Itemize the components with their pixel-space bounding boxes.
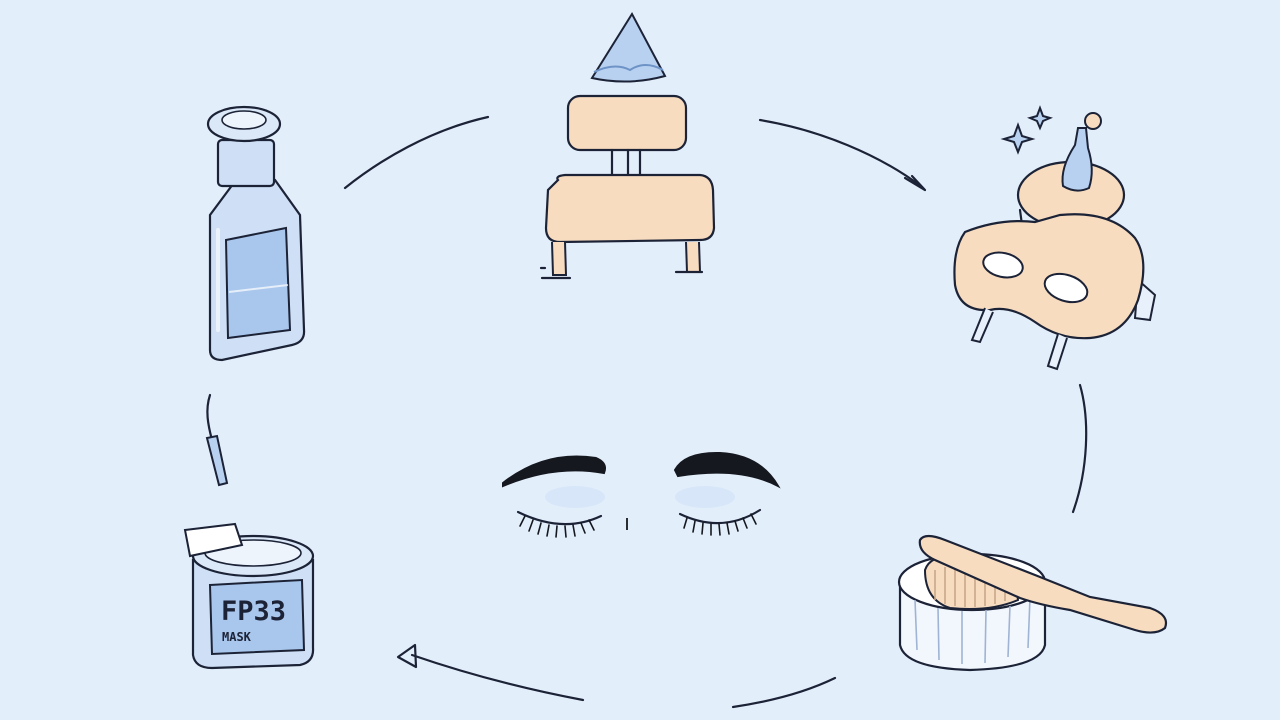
arc-jar-to-bottle (206, 393, 214, 442)
brush-bristles (934, 566, 1006, 607)
arrowhead-mask (903, 174, 927, 192)
chair-icon (539, 12, 716, 280)
jar-type-label: MASK (222, 630, 252, 644)
sleep-mask-icon (953, 105, 1157, 371)
tassel-mark (205, 434, 229, 487)
cycle-arrows (205, 115, 1088, 709)
arrowhead-left (396, 643, 418, 669)
arc-bottle-to-chair (343, 115, 490, 190)
arc-mask-to-brush (1071, 383, 1088, 514)
bottle-icon (206, 105, 306, 362)
jar-brand-label: FP33 (221, 596, 286, 627)
brush-icon (897, 534, 1168, 672)
closed-eyes-icon (502, 451, 781, 538)
arc-brush-to-jar (731, 676, 837, 709)
arc-chair-to-mask (758, 118, 924, 189)
eyelashes (519, 513, 757, 538)
jar-icon: FP33 MASK (183, 522, 315, 670)
arc-bottom-left (410, 653, 585, 702)
